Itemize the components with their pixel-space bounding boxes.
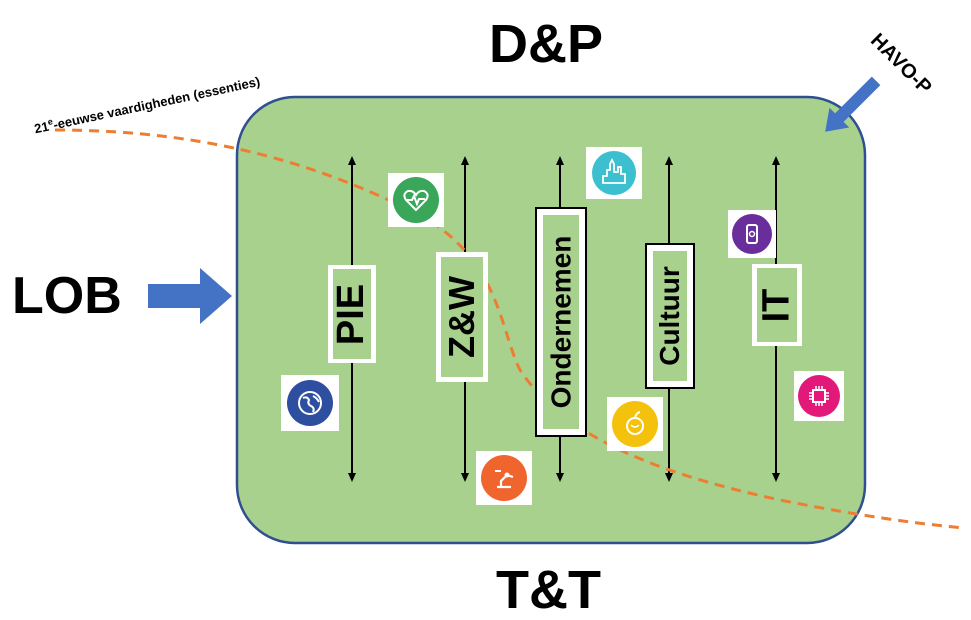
lob-arrow <box>148 268 232 324</box>
havo-p-arrow <box>825 76 881 132</box>
robot-arm-icon <box>476 451 532 505</box>
city-icon <box>586 147 642 199</box>
title-top: D&P <box>489 14 604 74</box>
skills-curve <box>54 128 966 530</box>
chip-icon <box>794 371 844 421</box>
fruit-icon <box>607 397 663 451</box>
column-label-cultuur-text: Cultuur <box>654 266 685 366</box>
column-label-ondernemen-text: Ondernemen <box>545 235 577 409</box>
column-label-pie: PIE <box>328 265 376 363</box>
column-label-zw: Z&W <box>436 252 488 382</box>
globe-icon <box>281 375 339 431</box>
column-label-pie-text: PIE <box>330 283 373 345</box>
column-label-it-text: IT <box>755 288 798 322</box>
title-bottom: T&T <box>496 560 601 620</box>
column-label-ondernemen: Ondernemen <box>535 207 587 437</box>
column-label-it: IT <box>752 264 802 346</box>
column-label-cultuur: Cultuur <box>645 243 695 389</box>
left-label: LOB <box>12 267 122 325</box>
heart-monitor-icon <box>388 173 444 227</box>
smartphone-icon <box>728 210 776 258</box>
column-label-zw-text: Z&W <box>441 276 482 358</box>
